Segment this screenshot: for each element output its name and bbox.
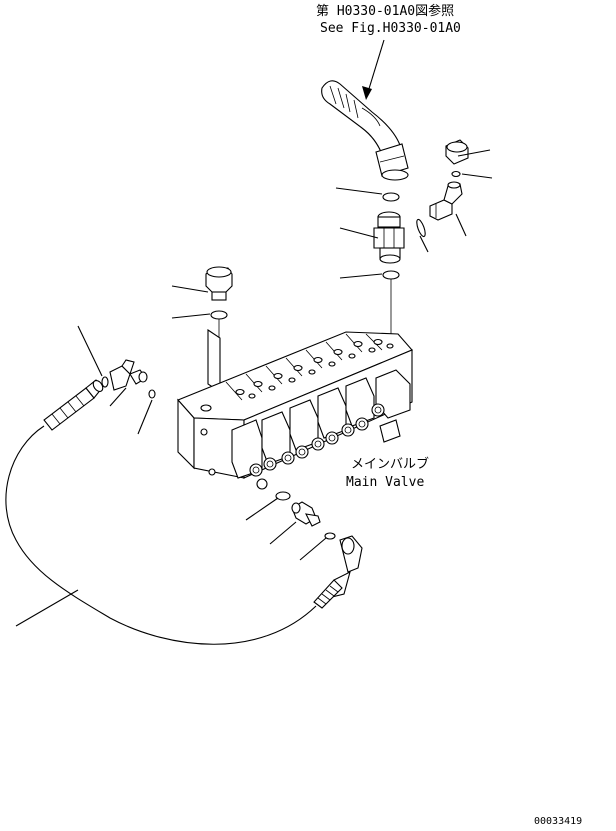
- o-ring-left-part: [101, 376, 109, 388]
- valve-front-ports: [200, 403, 385, 490]
- assembly-line-plug: [207, 319, 221, 394]
- union-fitting-part: [373, 211, 405, 264]
- valve-mounting-foot: [379, 419, 401, 443]
- o-ring-upper-part: [382, 192, 400, 202]
- o-ring-bottom2-part: [324, 532, 336, 540]
- hose-end-left-part: [43, 379, 104, 431]
- o-ring-angled-part: [416, 218, 426, 238]
- small-o-ring-part: [451, 170, 461, 178]
- connector-bottom-part: [291, 501, 321, 527]
- o-ring-lower-part: [382, 270, 400, 280]
- reference-label-japanese: 第 H0330-01A0図参照: [316, 3, 454, 19]
- hydraulic-hose-line: [5, 425, 317, 645]
- main-valve-label-english: Main Valve: [346, 475, 424, 490]
- drawing-number: 00033419: [534, 816, 582, 827]
- valve-top-ports: [200, 338, 394, 412]
- o-ring-bottom-part: [275, 491, 291, 501]
- plug-bolt-part: [205, 266, 233, 301]
- reference-label-english: See Fig.H0330-01A0: [320, 21, 461, 36]
- reference-arrow: [362, 39, 385, 100]
- o-ring-plug-part: [210, 310, 228, 320]
- cap-nut-part: [445, 139, 469, 165]
- elbow-fitting-upper-part: [429, 181, 463, 221]
- leader-lines: [15, 149, 493, 627]
- hose-end-right-part: [313, 535, 363, 609]
- main-valve-body: [177, 331, 413, 490]
- valve-spool-caps: [231, 369, 411, 479]
- main-valve-label-japanese: メインバルブ: [351, 456, 429, 472]
- hose-elbow-part: [321, 80, 409, 181]
- o-ring-left2-part: [148, 389, 156, 399]
- elbow-fitting-left-part: [109, 359, 148, 391]
